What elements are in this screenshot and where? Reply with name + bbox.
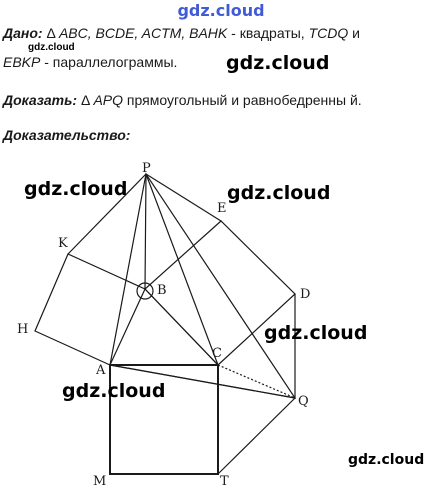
point-h: H	[17, 322, 28, 337]
given-parallelogram-1: TCDQ	[308, 25, 349, 41]
point-t: T	[220, 474, 229, 489]
point-k: K	[58, 236, 68, 251]
prove-line: Доказать: Δ APQ прямоугольный и равнобед…	[3, 91, 362, 109]
segment-pb	[144, 173, 147, 290]
point-d: D	[300, 287, 310, 302]
point-q: Q	[298, 394, 309, 409]
proof-label: Доказательство:	[3, 127, 131, 143]
angle-mark-b	[136, 282, 154, 300]
segment-bc	[144, 288, 219, 366]
triangle-symbol-2: Δ	[80, 92, 90, 108]
watermark-right: gdz.cloud	[227, 182, 331, 204]
point-c: C	[212, 346, 222, 361]
point-m: M	[93, 474, 106, 489]
given-label: Дано:	[3, 25, 43, 41]
point-p: P	[142, 161, 151, 176]
watermark-middle: gdz.cloud	[264, 322, 368, 344]
watermark-left: gdz.cloud	[24, 178, 128, 200]
watermark-top: gdz.cloud	[226, 52, 330, 74]
given-text-2: и	[348, 25, 360, 41]
square-bahk	[34, 253, 146, 366]
given-text-1: - квадраты,	[227, 25, 309, 41]
proof-line: Доказательство:	[3, 126, 130, 144]
given-line-1: Дано: Δ ABC, BCDE, ACTM, BAHK - квадраты…	[3, 24, 360, 42]
watermark-bottom-left: gdz.cloud	[62, 380, 166, 402]
given-text-3: - параллелограммы.	[40, 54, 178, 70]
segment-aq	[109, 364, 296, 399]
triangle-symbol: Δ	[46, 25, 56, 41]
segment-pc	[145, 173, 219, 366]
given-parallelogram-2: EBKP	[3, 54, 41, 70]
point-b: B	[157, 283, 167, 298]
point-e: E	[217, 201, 227, 216]
small-watermark: gdz.cloud	[28, 42, 75, 53]
header-watermark: gdz.cloud	[177, 1, 265, 20]
prove-text: прямоугольный и равнобедренны й.	[123, 92, 362, 108]
given-line-2: EBKP - параллелограммы.	[3, 53, 177, 71]
prove-label: Доказать:	[3, 92, 78, 108]
watermark-bottom-right: gdz.cloud	[348, 452, 425, 468]
prove-triangle: APQ	[93, 92, 124, 108]
given-squares: ABC, BCDE, ACTM, BAHK	[58, 25, 228, 41]
point-a: A	[95, 363, 106, 378]
parallelogram-tcdq	[217, 294, 296, 475]
segment-cq-dotted	[217, 364, 296, 399]
